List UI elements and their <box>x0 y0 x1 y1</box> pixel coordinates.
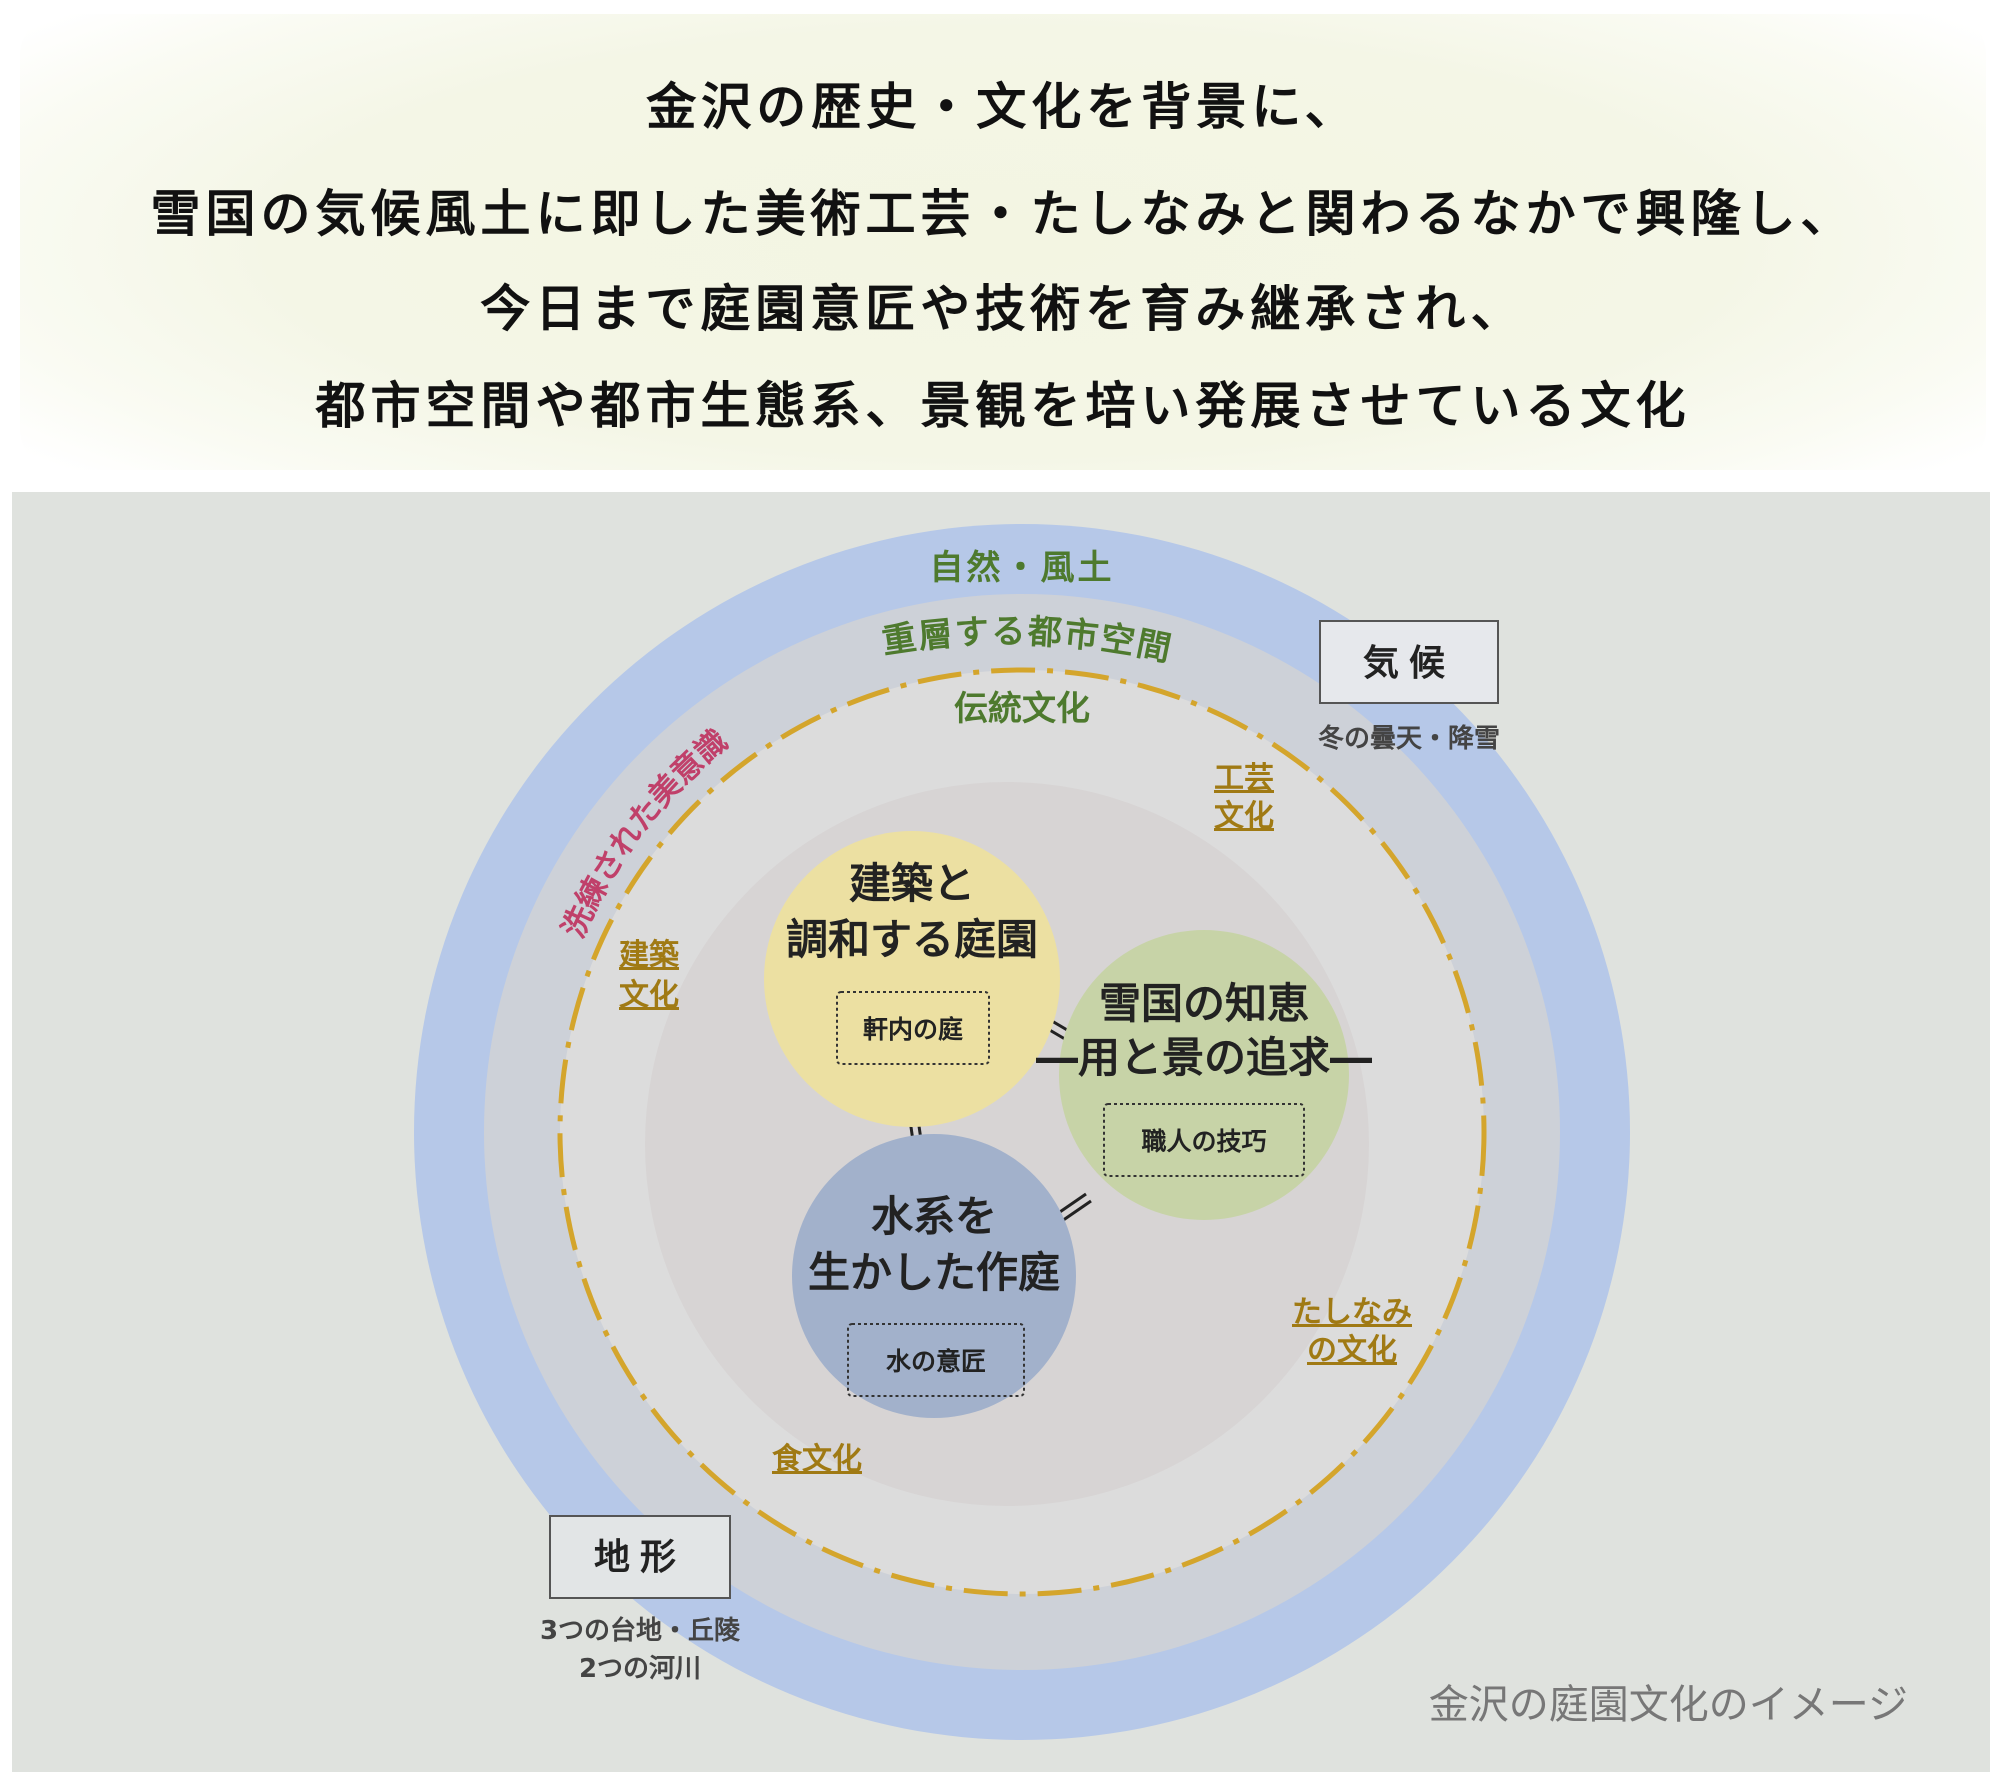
water-tag-box <box>847 1323 1025 1397</box>
terrain-note-1: 3つの台地・丘陵 <box>540 1615 741 1646</box>
header-line-4: 都市空間や都市生態系、景観を培い発展させている文化 <box>315 377 1691 435</box>
diagram-caption: 金沢の庭園文化のイメージ <box>1429 1682 1908 1728</box>
water-garden-circle <box>792 1134 1076 1418</box>
architecture-garden-circle <box>764 831 1060 1127</box>
terrain-box <box>549 1515 731 1599</box>
header-line-2: 雪国の気候風土に即した美術工芸・たしなみと関わるなかで興隆し、 <box>150 185 1856 243</box>
snow-wisdom-circle <box>1059 930 1349 1220</box>
food-culture-label: 食文化 <box>772 1442 862 1477</box>
snow-circle-title-1: 雪国の知恵 <box>1099 979 1309 1028</box>
diagram-panel: 自然・風土 重層する都市空間 伝統文化 洗練された美意識 工芸 文化 建築 文化… <box>12 492 1990 1772</box>
header-banner: 金沢の歴史・文化を背景に、 雪国の気候風土に即した美術工芸・たしなみと関わるなか… <box>20 14 1986 470</box>
snow-tag: 職人の技巧 <box>1141 1127 1266 1156</box>
outer-ring-label: 自然・風土 <box>930 548 1115 588</box>
snow-circle-title-2: ―用と景の追求― <box>1036 1033 1372 1082</box>
garden-culture-diagram: 自然・風土 重層する都市空間 伝統文化 洗練された美意識 工芸 文化 建築 文化… <box>414 524 1908 1740</box>
climate-note: 冬の曇天・降雪 <box>1318 724 1500 754</box>
header-line-3: 今日まで庭園意匠や技術を育み継承され、 <box>480 280 1526 338</box>
terrain-note-2: 2つの河川 <box>579 1654 701 1684</box>
dashed-boundary-ring <box>557 667 1487 1597</box>
terrain-title: 地形 <box>594 1537 686 1578</box>
connector-water-snow-b <box>1058 1199 1092 1225</box>
snow-tag-box <box>1103 1103 1305 1177</box>
architecture-culture-label-2: 文化 <box>619 978 679 1013</box>
architecture-circle-title-2: 調和する庭園 <box>786 915 1038 964</box>
tashinami-culture-label-1: たしなみ <box>1292 1295 1412 1330</box>
water-circle-title-1: 水系を <box>871 1192 997 1241</box>
header-line-1: 金沢の歴史・文化を背景に、 <box>646 78 1360 136</box>
architecture-circle-title-1: 建築と <box>849 859 975 908</box>
architecture-tag: 軒内の庭 <box>863 1015 963 1044</box>
climate-title: 気候 <box>1363 643 1455 684</box>
water-circle-title-2: 生かした作庭 <box>808 1248 1060 1297</box>
craft-culture-label-1: 工芸 <box>1214 761 1274 796</box>
culture-labels: 工芸 文化 建築 文化 たしなみ の文化 食文化 <box>619 761 1412 1477</box>
architecture-tag-box <box>836 991 990 1065</box>
inner-ring-label: 伝統文化 <box>954 689 1090 729</box>
tashinami-culture-label-2: の文化 <box>1307 1333 1397 1368</box>
craft-culture-label-2: 文化 <box>1214 799 1274 834</box>
architecture-culture-label-1: 建築 <box>619 938 680 973</box>
water-tag: 水の意匠 <box>886 1347 986 1376</box>
climate-box <box>1319 620 1499 704</box>
